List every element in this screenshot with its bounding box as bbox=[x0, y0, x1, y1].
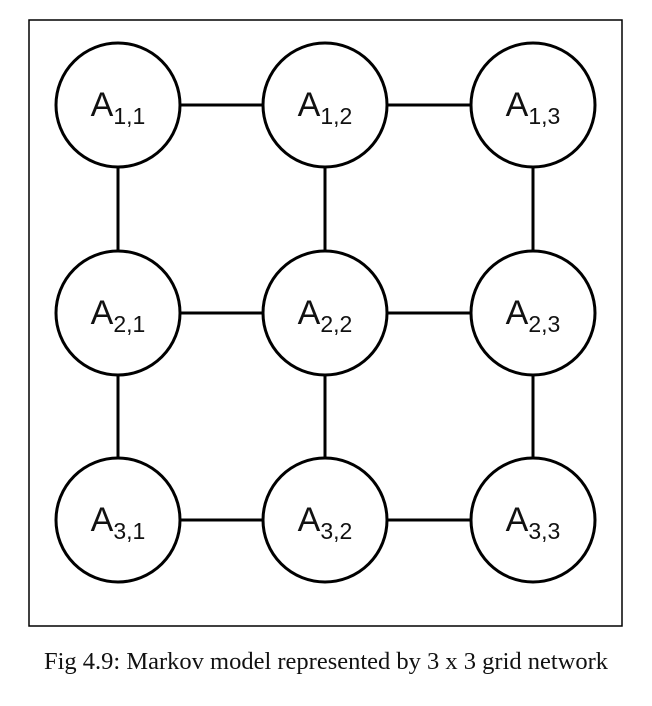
node-label-base: A bbox=[506, 294, 529, 332]
diagram-frame bbox=[28, 19, 623, 627]
node-circle bbox=[469, 41, 597, 169]
node-label: A1,1 bbox=[91, 86, 146, 129]
node-label-subscript: 2,1 bbox=[113, 311, 145, 337]
node-label: A2,1 bbox=[91, 294, 146, 337]
node-label-base: A bbox=[298, 294, 321, 332]
node-label: A3,2 bbox=[298, 501, 353, 544]
node-label-subscript: 1,2 bbox=[320, 103, 352, 129]
node-2-2: A2,2 bbox=[261, 249, 389, 377]
node-label: A1,2 bbox=[298, 86, 353, 129]
node-2-3: A2,3 bbox=[469, 249, 597, 377]
node-label-base: A bbox=[506, 501, 529, 539]
node-label-base: A bbox=[298, 86, 321, 124]
node-label-subscript: 3,2 bbox=[320, 518, 352, 544]
node-label-subscript: 1,1 bbox=[113, 103, 145, 129]
node-label-base: A bbox=[91, 501, 114, 539]
node-3-1: A3,1 bbox=[54, 456, 182, 584]
node-circle bbox=[469, 249, 597, 377]
node-circle bbox=[54, 456, 182, 584]
node-1-2: A1,2 bbox=[261, 41, 389, 169]
node-circle bbox=[261, 41, 389, 169]
node-label-subscript: 1,3 bbox=[528, 103, 560, 129]
node-circle bbox=[54, 41, 182, 169]
node-label: A2,2 bbox=[298, 294, 353, 337]
node-1-3: A1,3 bbox=[469, 41, 597, 169]
node-label-base: A bbox=[91, 294, 114, 332]
node-circle bbox=[54, 249, 182, 377]
node-2-1: A2,1 bbox=[54, 249, 182, 377]
figure-caption: Fig 4.9: Markov model represented by 3 x… bbox=[43, 648, 609, 675]
node-label: A1,3 bbox=[506, 86, 561, 129]
node-label: A2,3 bbox=[506, 294, 561, 337]
node-label-base: A bbox=[506, 86, 529, 124]
node-label-base: A bbox=[91, 86, 114, 124]
node-circle bbox=[261, 249, 389, 377]
node-label-subscript: 3,3 bbox=[528, 518, 560, 544]
node-label-subscript: 3,1 bbox=[113, 518, 145, 544]
node-1-1: A1,1 bbox=[54, 41, 182, 169]
node-label: A3,3 bbox=[506, 501, 561, 544]
node-3-2: A3,2 bbox=[261, 456, 389, 584]
node-label-subscript: 2,2 bbox=[320, 311, 352, 337]
node-circle bbox=[469, 456, 597, 584]
node-label-base: A bbox=[298, 501, 321, 539]
node-label-subscript: 2,3 bbox=[528, 311, 560, 337]
node-3-3: A3,3 bbox=[469, 456, 597, 584]
node-circle bbox=[261, 456, 389, 584]
node-label: A3,1 bbox=[91, 501, 146, 544]
